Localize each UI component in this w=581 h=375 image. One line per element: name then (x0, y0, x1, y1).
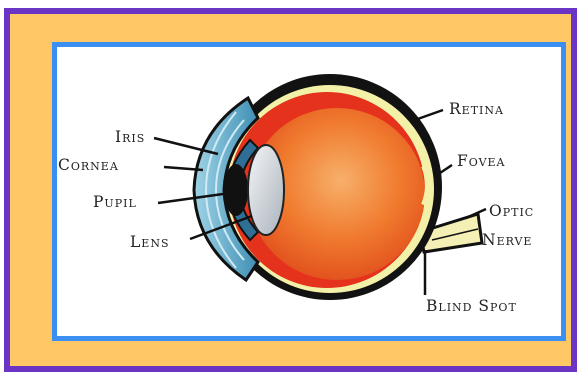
label-pupil: Pupil (93, 193, 137, 211)
label-optic: Optic (489, 202, 534, 220)
label-nerve: Nerve (482, 231, 532, 249)
pupil (224, 164, 248, 216)
label-retina: Retina (449, 100, 504, 118)
lens (248, 145, 284, 235)
label-blind-spot: Blind Spot (426, 297, 517, 315)
label-iris: Iris (115, 128, 145, 146)
label-fovea: Fovea (457, 152, 506, 170)
fovea-pointer (440, 165, 452, 173)
label-lens: Lens (130, 233, 169, 251)
label-cornea: Cornea (58, 156, 119, 174)
